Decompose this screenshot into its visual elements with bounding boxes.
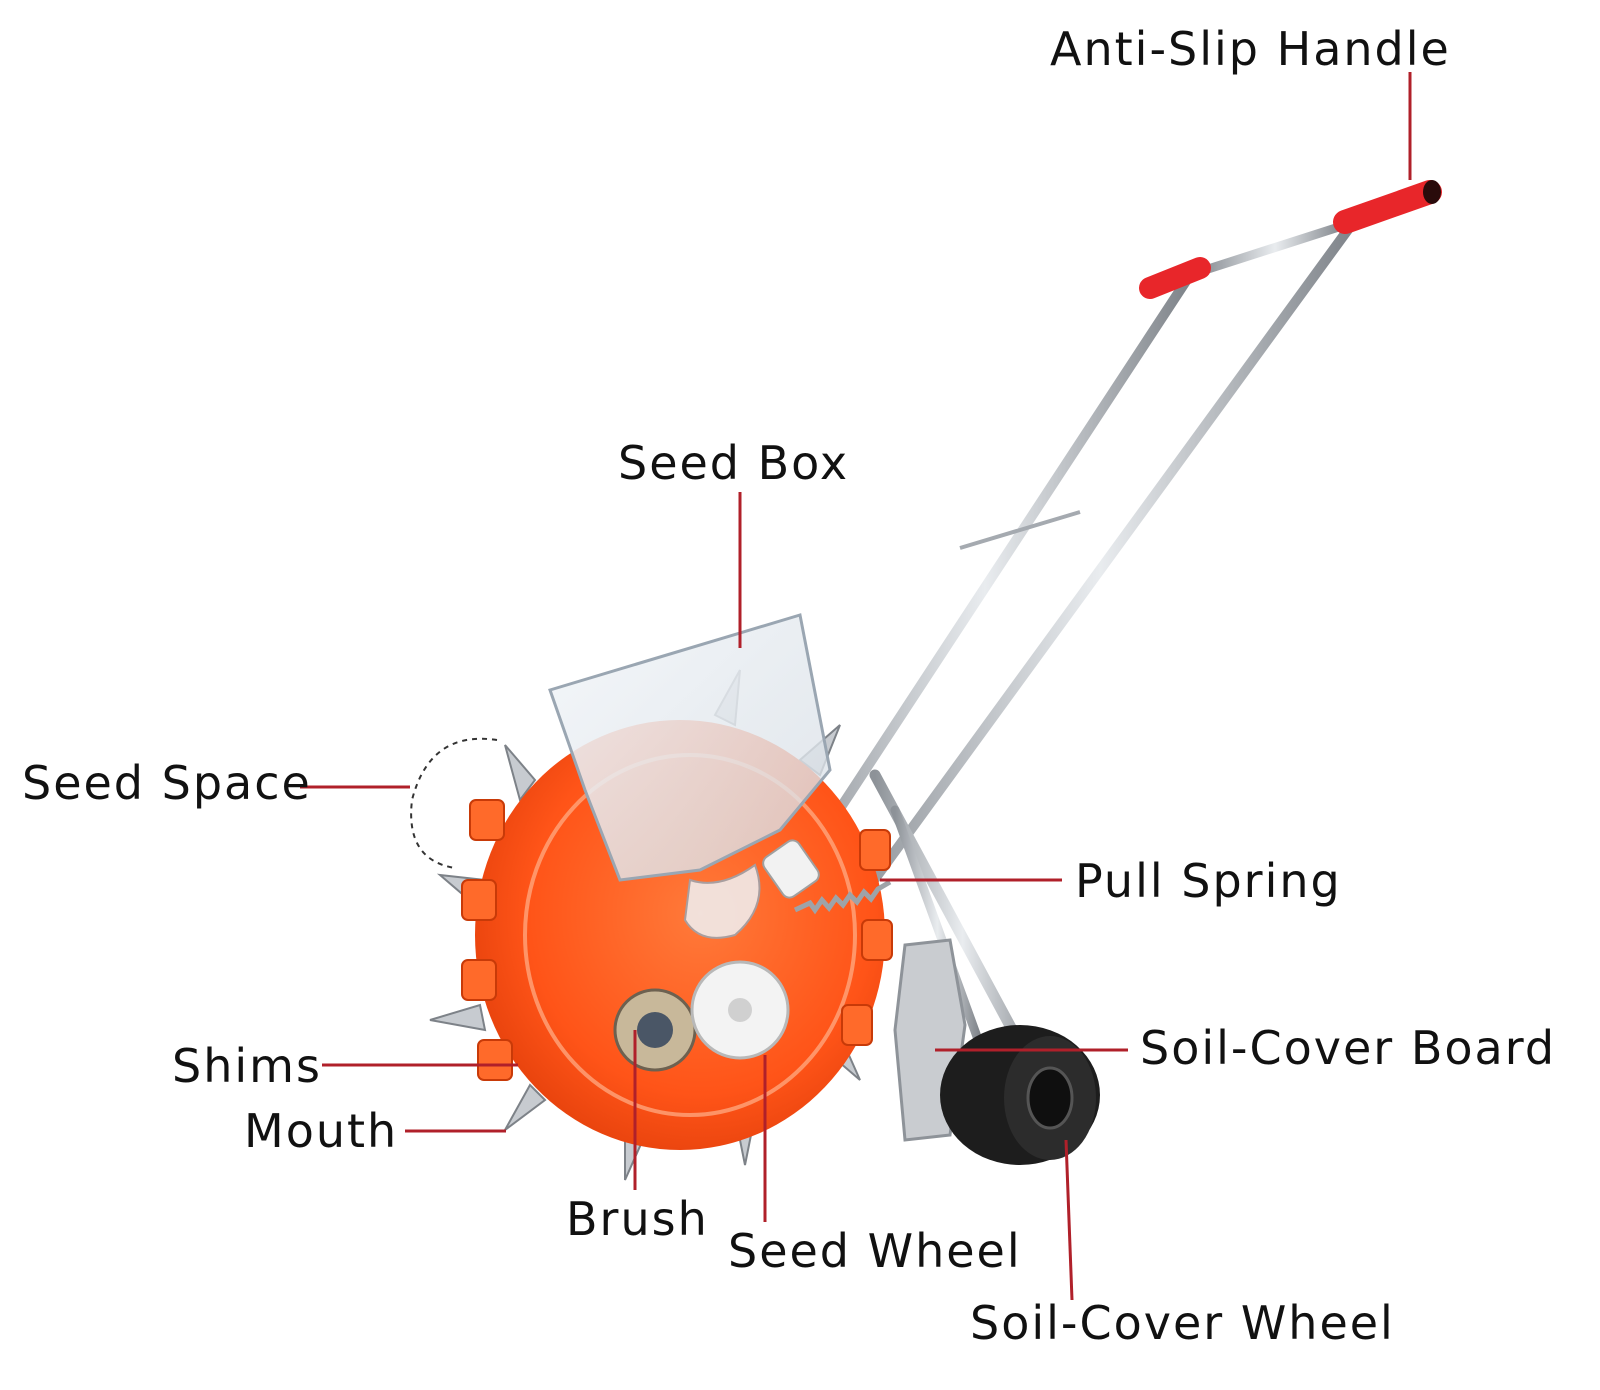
soil-cover-wheel	[940, 1025, 1100, 1165]
label-shims: Shims	[172, 1039, 322, 1093]
anti-slip-grips	[1139, 180, 1442, 299]
callout-lines	[300, 72, 1412, 1301]
seed-box	[548, 613, 832, 882]
pull-spring	[762, 839, 892, 915]
handle-frame	[775, 215, 1360, 925]
label-soil-cover-wheel: Soil-Cover Wheel	[970, 1296, 1395, 1350]
label-seed-box: Seed Box	[618, 436, 850, 490]
label-mouth: Mouth	[244, 1104, 399, 1158]
label-brush: Brush	[566, 1192, 709, 1246]
label-soil-cover-board: Soil-Cover Board	[1140, 1021, 1557, 1075]
label-seed-wheel: Seed Wheel	[728, 1224, 1022, 1278]
seed-space-outline	[410, 737, 498, 869]
label-pull-spring: Pull Spring	[1075, 854, 1342, 908]
label-seed-space: Seed Space	[22, 756, 312, 810]
label-anti-slip-handle: Anti-Slip Handle	[1050, 22, 1451, 76]
